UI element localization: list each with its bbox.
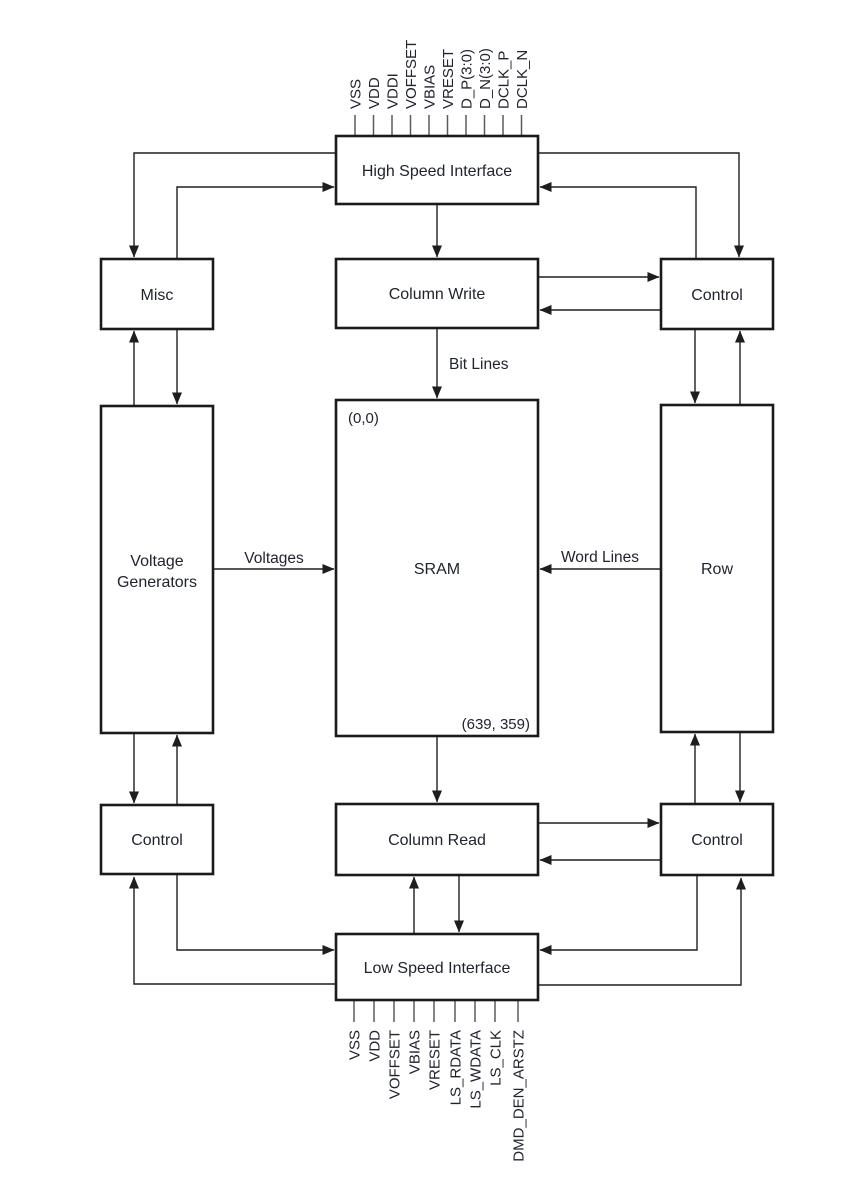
bottom-pin-label-vbias: VBIAS [407,1030,424,1074]
row-label: Row [701,561,733,578]
bus-labels: Bit Lines Voltages Word Lines [244,356,639,567]
conn-lsi-to-control-bottom-right [538,877,746,986]
conn-control-top-right-to-hsi [539,182,697,259]
conn-hsi-to-misc [129,152,336,258]
block-control-top-right: Control [659,257,775,331]
bottom-pin-label-vreset: VRESET [427,1030,444,1090]
top-pin-label-vddi: VDDI [385,73,402,109]
control-bottom-right-box [659,802,775,877]
high-speed-interface-label: High Speed Interface [362,163,512,180]
conn-hsi-to-control-top-right [538,152,744,258]
top-pin-label-vreset: VRESET [440,49,457,109]
top-pin-label-d-n: D_N(3:0) [477,48,494,109]
bottom-pin-label-ls-clk: LS_CLK [488,1030,505,1086]
top-pin-label-vss: VSS [348,79,365,109]
row-box [659,403,775,734]
block-sram: SRAM (0,0) (639, 359) [334,398,540,738]
block-row: Row [659,403,775,734]
high-speed-interface-box [334,134,540,206]
control-top-right-box [659,257,775,331]
sram-extent-coordinate: (639, 359) [462,716,530,733]
voltages-label: Voltages [244,550,304,567]
control-bottom-right-label: Control [691,832,743,849]
sram-origin-coordinate: (0,0) [348,410,379,427]
control-top-right-label: Control [691,287,743,304]
conn-misc-to-hsi [176,182,335,259]
sram-label: SRAM [414,561,460,578]
top-pin-label-dclk-n: DCLK_N [514,50,531,109]
top-pin-labels: VSS VDD VDDI VOFFSET VBIAS VRESET D_P(3:… [348,40,532,109]
bottom-pin-label-ls-rdata: LS_RDATA [448,1030,465,1105]
bottom-pin-label-voffset: VOFFSET [387,1030,404,1099]
top-pin-stubs [354,115,523,135]
block-high-speed-interface: High Speed Interface [334,134,540,206]
bottom-pin-label-ls-wdata: LS_WDATA [468,1030,485,1109]
block-control-bottom-right: Control [659,802,775,877]
control-bottom-left-label: Control [131,832,183,849]
voltage-generators-box [99,404,215,735]
block-column-read: Column Read [334,802,540,877]
misc-box [99,257,215,331]
word-lines-label: Word Lines [561,549,639,566]
bottom-pin-label-dmd-den-arstz: DMD_DEN_ARSTZ [511,1030,528,1162]
top-pin-label-vbias: VBIAS [422,65,439,109]
bit-lines-label: Bit Lines [449,356,509,373]
column-write-box [334,257,540,330]
block-control-bottom-left: Control [99,803,215,876]
top-pin-label-voffset: VOFFSET [403,40,420,109]
connectors [129,152,746,986]
low-speed-interface-box [334,932,540,1002]
control-bottom-left-box [99,803,215,876]
misc-label: Misc [141,287,174,304]
block-low-speed-interface: Low Speed Interface [334,932,540,1002]
block-column-write: Column Write [334,257,540,330]
top-pin-label-vdd: VDD [366,77,383,109]
column-write-label: Column Write [389,286,486,303]
block-misc: Misc [99,257,215,331]
top-pin-label-d-p: D_P(3:0) [459,49,476,109]
conn-control-bottom-right-to-lsi [539,875,698,955]
column-read-label: Column Read [388,832,486,849]
bottom-pin-stubs [353,1000,519,1022]
bottom-pin-labels: VSS VDD VOFFSET VBIAS VRESET LS_RDATA LS… [347,1030,528,1162]
conn-lsi-to-control-bottom-left [129,876,336,985]
low-speed-interface-label: Low Speed Interface [364,960,511,977]
bottom-pin-label-vss: VSS [347,1030,364,1060]
bottom-pin-label-vdd: VDD [367,1030,384,1062]
top-pin-label-dclk-p: DCLK_P [496,51,513,109]
sram-box [334,398,540,738]
conn-control-bottom-left-to-lsi [176,874,335,955]
column-read-box [334,802,540,877]
